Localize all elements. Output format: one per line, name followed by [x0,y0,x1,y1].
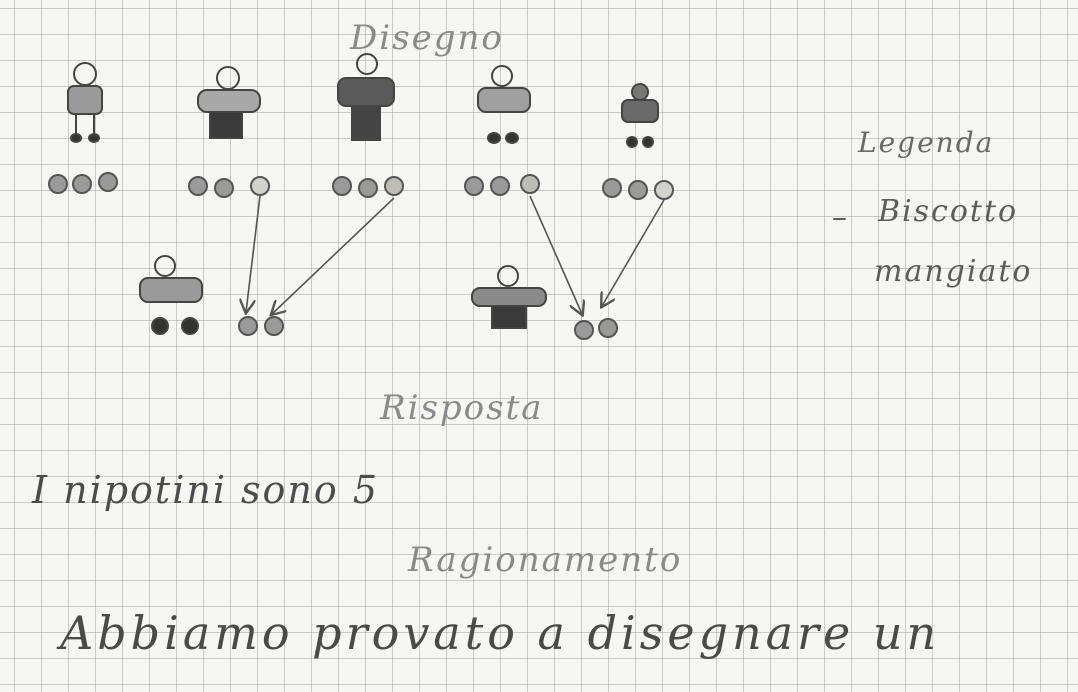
drawing-title: Disegno [350,18,504,58]
child-figure [471,265,547,329]
arrows [246,195,665,314]
reasoning-title: Ragionamento [408,540,683,580]
answer-title: Risposta [380,388,544,428]
child-figure [197,66,261,139]
child-figure [477,65,531,144]
legend-line-1: Biscotto [878,194,1019,229]
legend-dash: – [832,200,849,235]
child-figure [67,62,103,143]
reasoning-text: Abbiamo provato a disegnare un [60,606,941,660]
biscuits [238,316,618,340]
legend-line-2: mangiato [874,254,1033,289]
child-figure [621,83,659,148]
child-figure [139,255,203,335]
legend-title: Legenda [858,126,995,159]
answer-text: I nipotini sono 5 [32,468,380,512]
biscuits [48,172,674,200]
child-figure [337,53,395,141]
